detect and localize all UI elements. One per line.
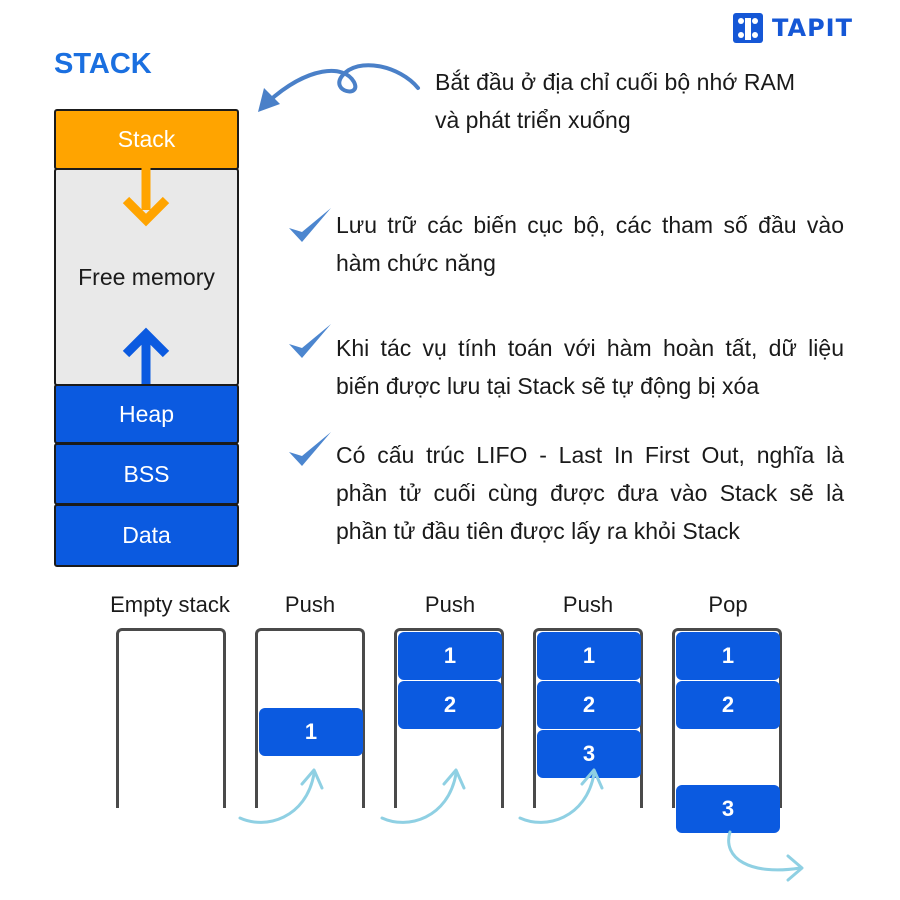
stack-block: 3: [537, 730, 641, 778]
stack-block: 1: [398, 632, 502, 680]
push-arrow-icon: [238, 768, 324, 824]
stage-label-push-2: Push: [424, 592, 476, 617]
checkmark-icon: [289, 208, 331, 242]
stack-container-pop: [672, 628, 782, 808]
callout-text: Bắt đầu ở địa chỉ cuối bộ nhớ RAM và phá…: [435, 69, 795, 133]
pop-arrow-icon: [727, 830, 804, 882]
note-auto-cleanup: Khi tác vụ tính toán với hàm hoàn tất, d…: [336, 335, 844, 399]
push-arrow-icon: [380, 768, 466, 824]
callout-arrow-icon: [258, 63, 420, 112]
popped-block: 3: [676, 785, 780, 833]
stack-block: 2: [676, 681, 780, 729]
page-title: STACK: [54, 48, 152, 80]
stack-block: 1: [259, 708, 363, 756]
memory-segment-bss: BSS: [54, 443, 239, 505]
tapit-logo-icon: [733, 13, 763, 43]
tapit-logo: TAPIT: [732, 10, 853, 46]
stage-label-empty: Empty stack: [110, 592, 230, 617]
stack-grows-down-arrow-icon: [122, 168, 170, 227]
note-local-variables: Lưu trữ các biến cục bộ, các tham số đầu…: [336, 212, 844, 276]
memory-segment-stack: Stack: [54, 109, 239, 170]
memory-segment-heap: Heap: [54, 384, 239, 444]
stack-block: 1: [537, 632, 641, 680]
memory-segment-data: Data: [54, 504, 239, 567]
stack-block: 2: [537, 681, 641, 729]
stack-container-push-1: [255, 628, 365, 808]
stack-block: 1: [676, 632, 780, 680]
logo-text: TAPIT: [772, 14, 853, 42]
checkmark-icon: [289, 324, 331, 358]
stack-container-push-2: [394, 628, 504, 808]
stack-container-push-3: [533, 628, 643, 808]
stage-label-pop: Pop: [708, 592, 748, 617]
stack-block: 2: [398, 681, 502, 729]
checkmark-icon: [289, 432, 331, 466]
push-arrow-icon: [518, 768, 604, 824]
note-lifo: Có cấu trúc LIFO - Last In First Out, ng…: [336, 442, 844, 544]
stack-container-empty: [116, 628, 226, 808]
stage-label-push-1: Push: [284, 592, 336, 617]
stage-label-push-3: Push: [562, 592, 614, 617]
heap-grows-up-arrow-icon: [122, 327, 170, 384]
